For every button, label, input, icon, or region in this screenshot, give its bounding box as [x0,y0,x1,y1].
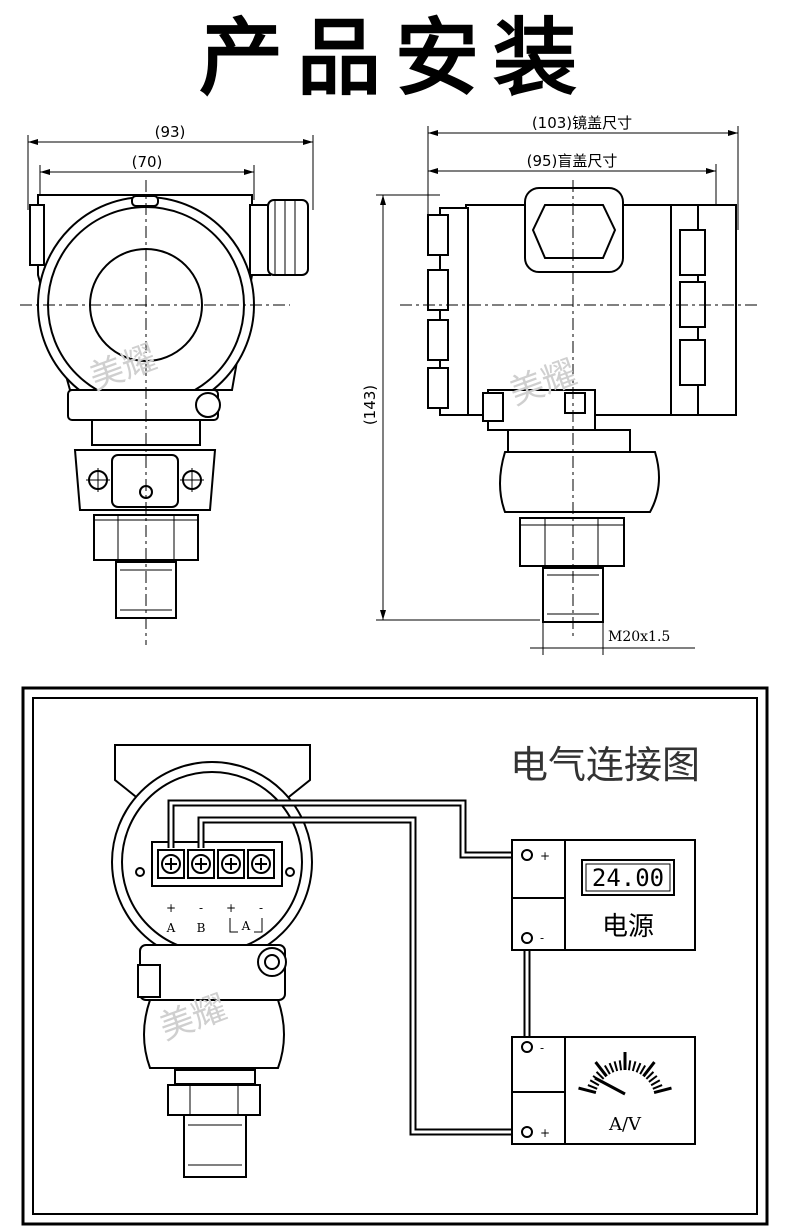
dim-height: (143) [361,385,379,425]
terminal-sign-3: + [226,901,236,915]
meter-tick [631,1061,637,1072]
terminal-screw-4 [247,849,275,879]
meter-tick [652,1084,663,1090]
dim-blind-cover: (95)盲盖尺寸 [527,152,618,170]
wiring-heading: 电气连接图 [510,743,700,787]
meter-tick [618,1060,623,1071]
meter-tick [578,1086,597,1094]
meter-tick [645,1071,655,1080]
meter-tick [653,1086,672,1094]
terminal-sign-2: - [199,901,203,915]
meter-tick [613,1061,619,1072]
meter-needle [594,1076,626,1096]
meter-tick [608,1062,615,1073]
meter-tick [603,1064,611,1075]
terminal-screw-1 [157,849,185,879]
wiring-diagram: 电气连接图 + - + - [21,686,769,1226]
meter: - + A/V [511,1036,696,1145]
meter-tick [639,1064,647,1075]
meter-tick [627,1060,632,1071]
power-plus: + [540,849,550,863]
power-minus: - [540,931,544,945]
meter-tick [642,1061,656,1078]
dim-width-outer: (93) [155,123,186,141]
meter-tick [635,1062,642,1073]
meter-tick [595,1071,605,1080]
terminal-label-a2: A [241,919,251,933]
meter-tick [648,1075,658,1083]
dim-thread: M20x1.5 [608,629,670,645]
meter-tick [650,1079,661,1087]
meter-plus: + [540,1126,550,1140]
meter-dial [578,1052,672,1096]
power-display: 24.00 [592,864,664,892]
terminal-sign-1: + [166,901,176,915]
front-view: (93) (70) [20,123,314,645]
terminal-label-b: B [197,921,206,935]
meter-label: A/V [608,1114,642,1135]
page-title: 产品安装 [198,9,591,107]
power-label: 电源 [602,912,654,942]
meter-tick [589,1079,600,1087]
meter-tick [594,1061,608,1078]
side-view: (103)镜盖尺寸 (95)盲盖尺寸 (143) [361,114,760,655]
meter-tick [587,1084,598,1090]
terminal-screw-3 [217,849,245,879]
dim-width-inner: (70) [132,153,163,171]
power-supply: + - 24.00 电源 [511,839,696,951]
terminal-screw-2 [187,849,215,879]
terminal-sign-4: - [259,901,263,915]
dim-mirror-cover: (103)镜盖尺寸 [532,114,632,132]
terminal-label-a: A [166,921,176,935]
meter-minus: - [540,1041,544,1055]
